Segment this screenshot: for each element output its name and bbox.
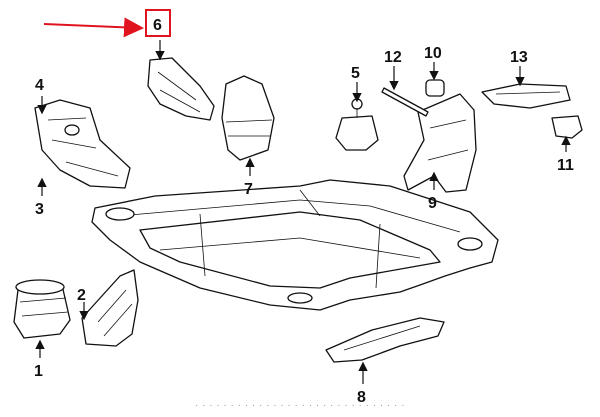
red-highlight-box [145,9,171,37]
part-11-bracket [551,115,583,139]
callout-4: 4 [35,77,44,94]
faint-caption-text: · · · · · · · · · · · · · · · · · · · · … [195,400,405,411]
callout-1: 1 [34,363,43,380]
callout-10: 10 [424,45,442,62]
callout-7: 7 [244,181,253,198]
callout-12: 12 [384,49,402,66]
part-1-mount [13,279,71,339]
callout-3: 3 [35,201,44,218]
part-8-strut [325,317,445,363]
part-3-4-mount-bracket [34,99,131,189]
part-2-bracket [81,269,139,347]
part-6-bracket [147,57,215,121]
callout-8: 8 [357,389,366,406]
callout-9: 9 [428,195,437,212]
callout-5: 5 [351,65,360,82]
callout-13: 13 [510,49,528,66]
highlighted-callout-6: 6 [43,9,171,38]
part-9-bracket [403,93,477,193]
part-12-rod [381,87,429,117]
part-5-mount [335,98,379,151]
red-pointer-arrow [43,17,144,38]
leader-lines [35,40,571,384]
part-10-bushing [425,79,445,97]
part-7-mount [221,75,275,161]
callout-numbers: 1 2 3 4 5 7 8 9 10 11 12 13 [34,45,574,406]
part-13-strut [481,83,571,109]
callout-2: 2 [77,287,86,304]
callout-6: 6 [153,17,162,34]
crossmember-subframe [91,179,499,311]
callout-11: 11 [557,157,574,174]
